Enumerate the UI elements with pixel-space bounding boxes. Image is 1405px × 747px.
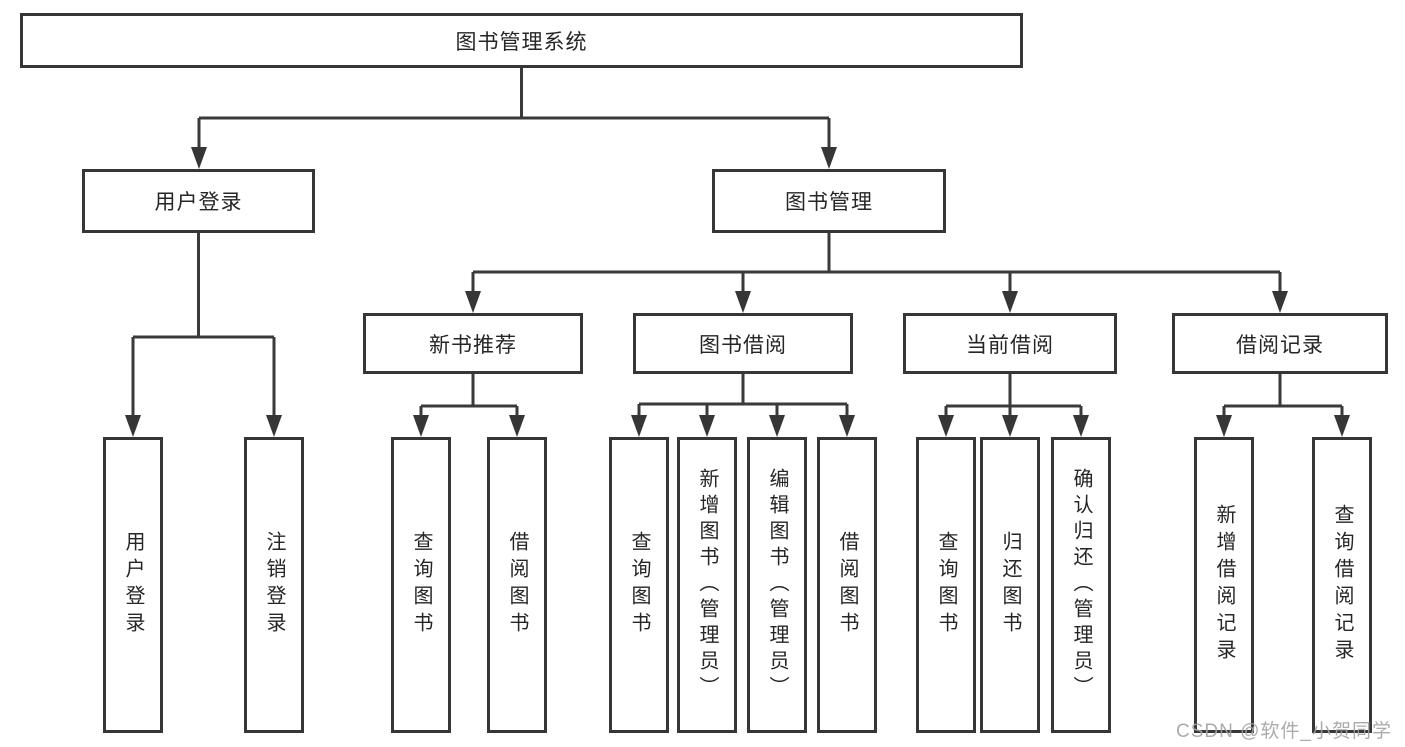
arrowhead xyxy=(266,415,282,437)
node-query-book-1: 查询图书 xyxy=(391,437,451,733)
watermark: CSDN @软件_小贺同学 xyxy=(1176,721,1392,742)
node-add-borrow-record: 新增借阅记录 xyxy=(1194,437,1254,733)
node-root: 图书管理系统 xyxy=(20,13,1023,68)
node-user-login-leaf: 用户登录 xyxy=(103,437,163,733)
arrowhead xyxy=(1216,415,1232,437)
arrowhead xyxy=(938,415,954,437)
node-current-borrow: 当前借阅 xyxy=(903,313,1117,374)
arrowhead xyxy=(413,415,429,437)
node-confirm-return-admin: 确认归还（管理员） xyxy=(1051,437,1111,733)
node-borrow-records: 借阅记录 xyxy=(1172,313,1388,374)
arrowhead xyxy=(1334,415,1350,437)
arrowhead xyxy=(191,147,207,169)
node-query-borrow-record: 查询借阅记录 xyxy=(1312,437,1372,733)
arrowhead xyxy=(699,415,715,437)
arrowhead xyxy=(1002,415,1018,437)
arrowhead xyxy=(821,147,837,169)
node-add-book-admin: 新增图书（管理员） xyxy=(677,437,737,733)
connector-currentborrow-to-leaves xyxy=(938,374,1089,437)
node-borrow-book-2: 借阅图书 xyxy=(817,437,877,733)
node-borrow-book-1: 借阅图书 xyxy=(487,437,547,733)
connector-bookborrow-to-leaves xyxy=(631,374,855,437)
connector-root-to-level2 xyxy=(191,68,837,169)
node-new-book-recommend: 新书推荐 xyxy=(363,313,583,374)
node-edit-book-admin: 编辑图书（管理员） xyxy=(747,437,807,733)
connector-records-to-leaves xyxy=(1216,374,1350,437)
connector-userlogin-to-leaves xyxy=(125,233,282,437)
arrowhead xyxy=(769,415,785,437)
arrowhead xyxy=(1073,415,1089,437)
connector-newbook-to-leaves xyxy=(413,374,525,437)
arrowhead xyxy=(509,415,525,437)
arrowhead xyxy=(735,291,751,313)
arrowhead xyxy=(839,415,855,437)
node-book-borrow: 图书借阅 xyxy=(633,313,853,374)
arrowhead xyxy=(465,291,481,313)
arrowhead xyxy=(125,415,141,437)
node-query-book-3: 查询图书 xyxy=(916,437,976,733)
arrowhead xyxy=(631,415,647,437)
connector-bookmgmt-to-level3 xyxy=(465,233,1288,313)
node-book-management: 图书管理 xyxy=(712,169,946,233)
node-return-book: 归还图书 xyxy=(980,437,1040,733)
arrowhead xyxy=(1272,291,1288,313)
node-query-book-2: 查询图书 xyxy=(609,437,669,733)
arrowhead xyxy=(1002,291,1018,313)
node-logout: 注销登录 xyxy=(244,437,304,733)
node-user-login: 用户登录 xyxy=(82,169,315,233)
